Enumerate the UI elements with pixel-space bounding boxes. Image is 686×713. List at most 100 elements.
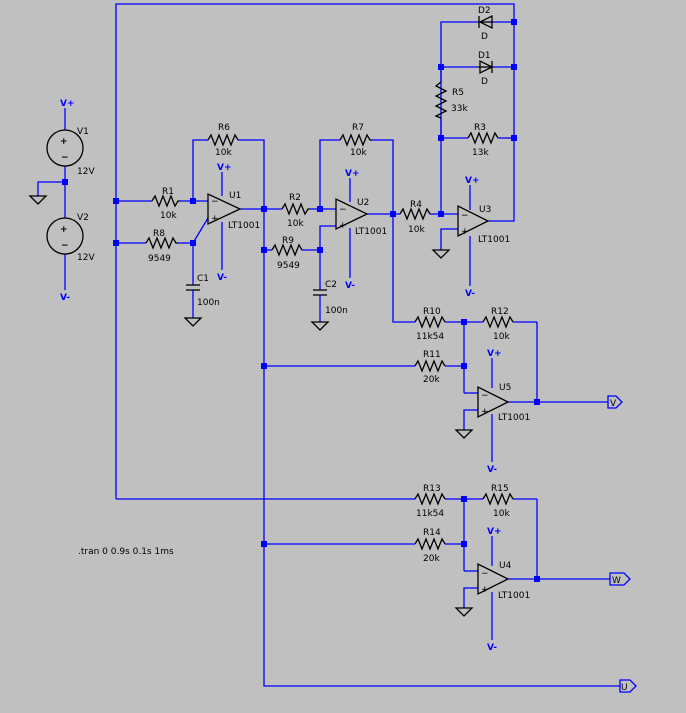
- d2-name: D2: [478, 6, 491, 16]
- svg-text:+: +: [481, 585, 489, 595]
- r11-name: R11: [423, 350, 441, 360]
- spice-directive[interactable]: .tran 0 0.9s 0.1s 1ms: [78, 547, 174, 557]
- svg-text:−: −: [481, 391, 489, 401]
- output-port-w: W: [609, 572, 631, 586]
- r5-name: R5: [452, 88, 464, 98]
- r14-value: 20k: [423, 554, 440, 564]
- svg-text:+: +: [461, 227, 469, 237]
- capacitor-c1: C1 100n: [186, 274, 220, 308]
- r14-name: R14: [423, 528, 441, 538]
- r4-name: R4: [410, 200, 422, 210]
- r8-name: R8: [153, 229, 165, 239]
- source-v1: + − V1 12V: [46, 127, 95, 177]
- d1-name: D1: [478, 51, 491, 61]
- capacitor-c2: C2 100n: [313, 280, 348, 316]
- r4-value: 10k: [408, 225, 425, 235]
- v2-name: V2: [77, 213, 89, 223]
- resistor-r14: R14 20k: [414, 528, 446, 564]
- u3-model: LT1001: [478, 235, 510, 245]
- svg-text:V-: V-: [345, 281, 355, 291]
- svg-text:V-: V-: [60, 293, 70, 303]
- resistor-r7: R7 10k: [339, 123, 372, 158]
- r8-value: 9549: [148, 254, 171, 264]
- r13-value: 11k54: [416, 509, 444, 519]
- r12-name: R12: [491, 307, 509, 317]
- u1-name: U1: [229, 191, 241, 201]
- svg-text:V+: V+: [217, 163, 232, 173]
- resistor-r6: R6 10k: [207, 123, 239, 158]
- svg-text:−: −: [211, 197, 219, 207]
- r1-value: 10k: [160, 211, 177, 221]
- v2-value: 12V: [77, 253, 95, 263]
- opamp-u2: − + U2 LT1001: [335, 197, 387, 237]
- d1-model: D: [481, 77, 488, 87]
- output-port-v: V: [607, 395, 623, 409]
- wires: [37, 3, 620, 687]
- resistor-r13: R13 11k54: [414, 484, 446, 519]
- r9-value: 9549: [277, 261, 300, 271]
- resistor-r2: R2 10k: [281, 193, 310, 229]
- source-v2: + − V2 12V: [46, 213, 95, 263]
- resistor-r5: R5 33k: [434, 81, 468, 119]
- r7-value: 10k: [350, 148, 367, 158]
- svg-text:+: +: [481, 407, 489, 417]
- svg-text:V+: V+: [60, 99, 75, 109]
- resistor-r11: R11 20k: [414, 350, 446, 385]
- svg-text:V+: V+: [487, 527, 502, 537]
- svg-text:V-: V-: [487, 643, 497, 653]
- svg-text:V+: V+: [465, 176, 480, 186]
- svg-text:V: V: [610, 399, 617, 409]
- r6-name: R6: [218, 123, 230, 133]
- svg-text:−: −: [461, 211, 469, 221]
- u4-model: LT1001: [498, 591, 530, 601]
- u3-name: U3: [479, 205, 491, 215]
- resistor-r1: R1 10k: [151, 187, 180, 221]
- r9-name: R9: [282, 236, 294, 246]
- svg-text:−: −: [339, 205, 347, 215]
- c2-value: 100n: [325, 306, 348, 316]
- opamp-u3: − + U3 LT1001: [457, 204, 510, 245]
- ground-symbols: [28, 195, 474, 617]
- opamp-u5: − + U5 LT1001: [477, 383, 530, 423]
- svg-text:V+: V+: [487, 349, 502, 359]
- r15-value: 10k: [493, 509, 510, 519]
- opamp-u1: − + U1 LT1001: [207, 191, 260, 231]
- diode-d1: D1 D: [478, 51, 494, 87]
- svg-text:−: −: [481, 569, 489, 579]
- resistor-r9: R9 9549: [271, 236, 303, 271]
- svg-text:U: U: [621, 683, 628, 693]
- svg-text:V-: V-: [487, 465, 497, 475]
- svg-text:+: +: [211, 214, 219, 224]
- r3-name: R3: [474, 123, 486, 133]
- r3-value: 13k: [472, 148, 489, 158]
- c1-value: 100n: [197, 298, 220, 308]
- r10-name: R10: [423, 307, 441, 317]
- svg-text:V-: V-: [217, 273, 227, 283]
- svg-text:+: +: [60, 225, 68, 235]
- junctions: [62, 19, 540, 582]
- r10-value: 11k54: [416, 332, 444, 342]
- supply-labels: V+ V- V+ V- V+ V- V+ V- V+ V- V+ V-: [60, 99, 502, 653]
- svg-text:−: −: [61, 153, 69, 163]
- opamp-u4: − + U4 LT1001: [477, 561, 530, 601]
- resistor-r15: R15 10k: [482, 484, 514, 519]
- u4-name: U4: [499, 561, 512, 571]
- output-port-u: U: [619, 679, 637, 693]
- resistor-r3: R3 13k: [467, 123, 499, 158]
- u2-model: LT1001: [355, 227, 387, 237]
- r2-name: R2: [289, 193, 301, 203]
- r6-value: 10k: [215, 148, 232, 158]
- v1-name: V1: [77, 127, 89, 137]
- svg-text:−: −: [61, 241, 69, 251]
- svg-text:V+: V+: [345, 169, 360, 179]
- v1-value: 12V: [77, 167, 95, 177]
- svg-text:W: W: [612, 576, 621, 586]
- svg-text:V-: V-: [465, 289, 475, 299]
- resistor-r8: R8 9549: [145, 229, 178, 264]
- r7-name: R7: [352, 123, 364, 133]
- r12-value: 10k: [493, 332, 510, 342]
- u2-name: U2: [357, 198, 369, 208]
- u5-name: U5: [499, 383, 511, 393]
